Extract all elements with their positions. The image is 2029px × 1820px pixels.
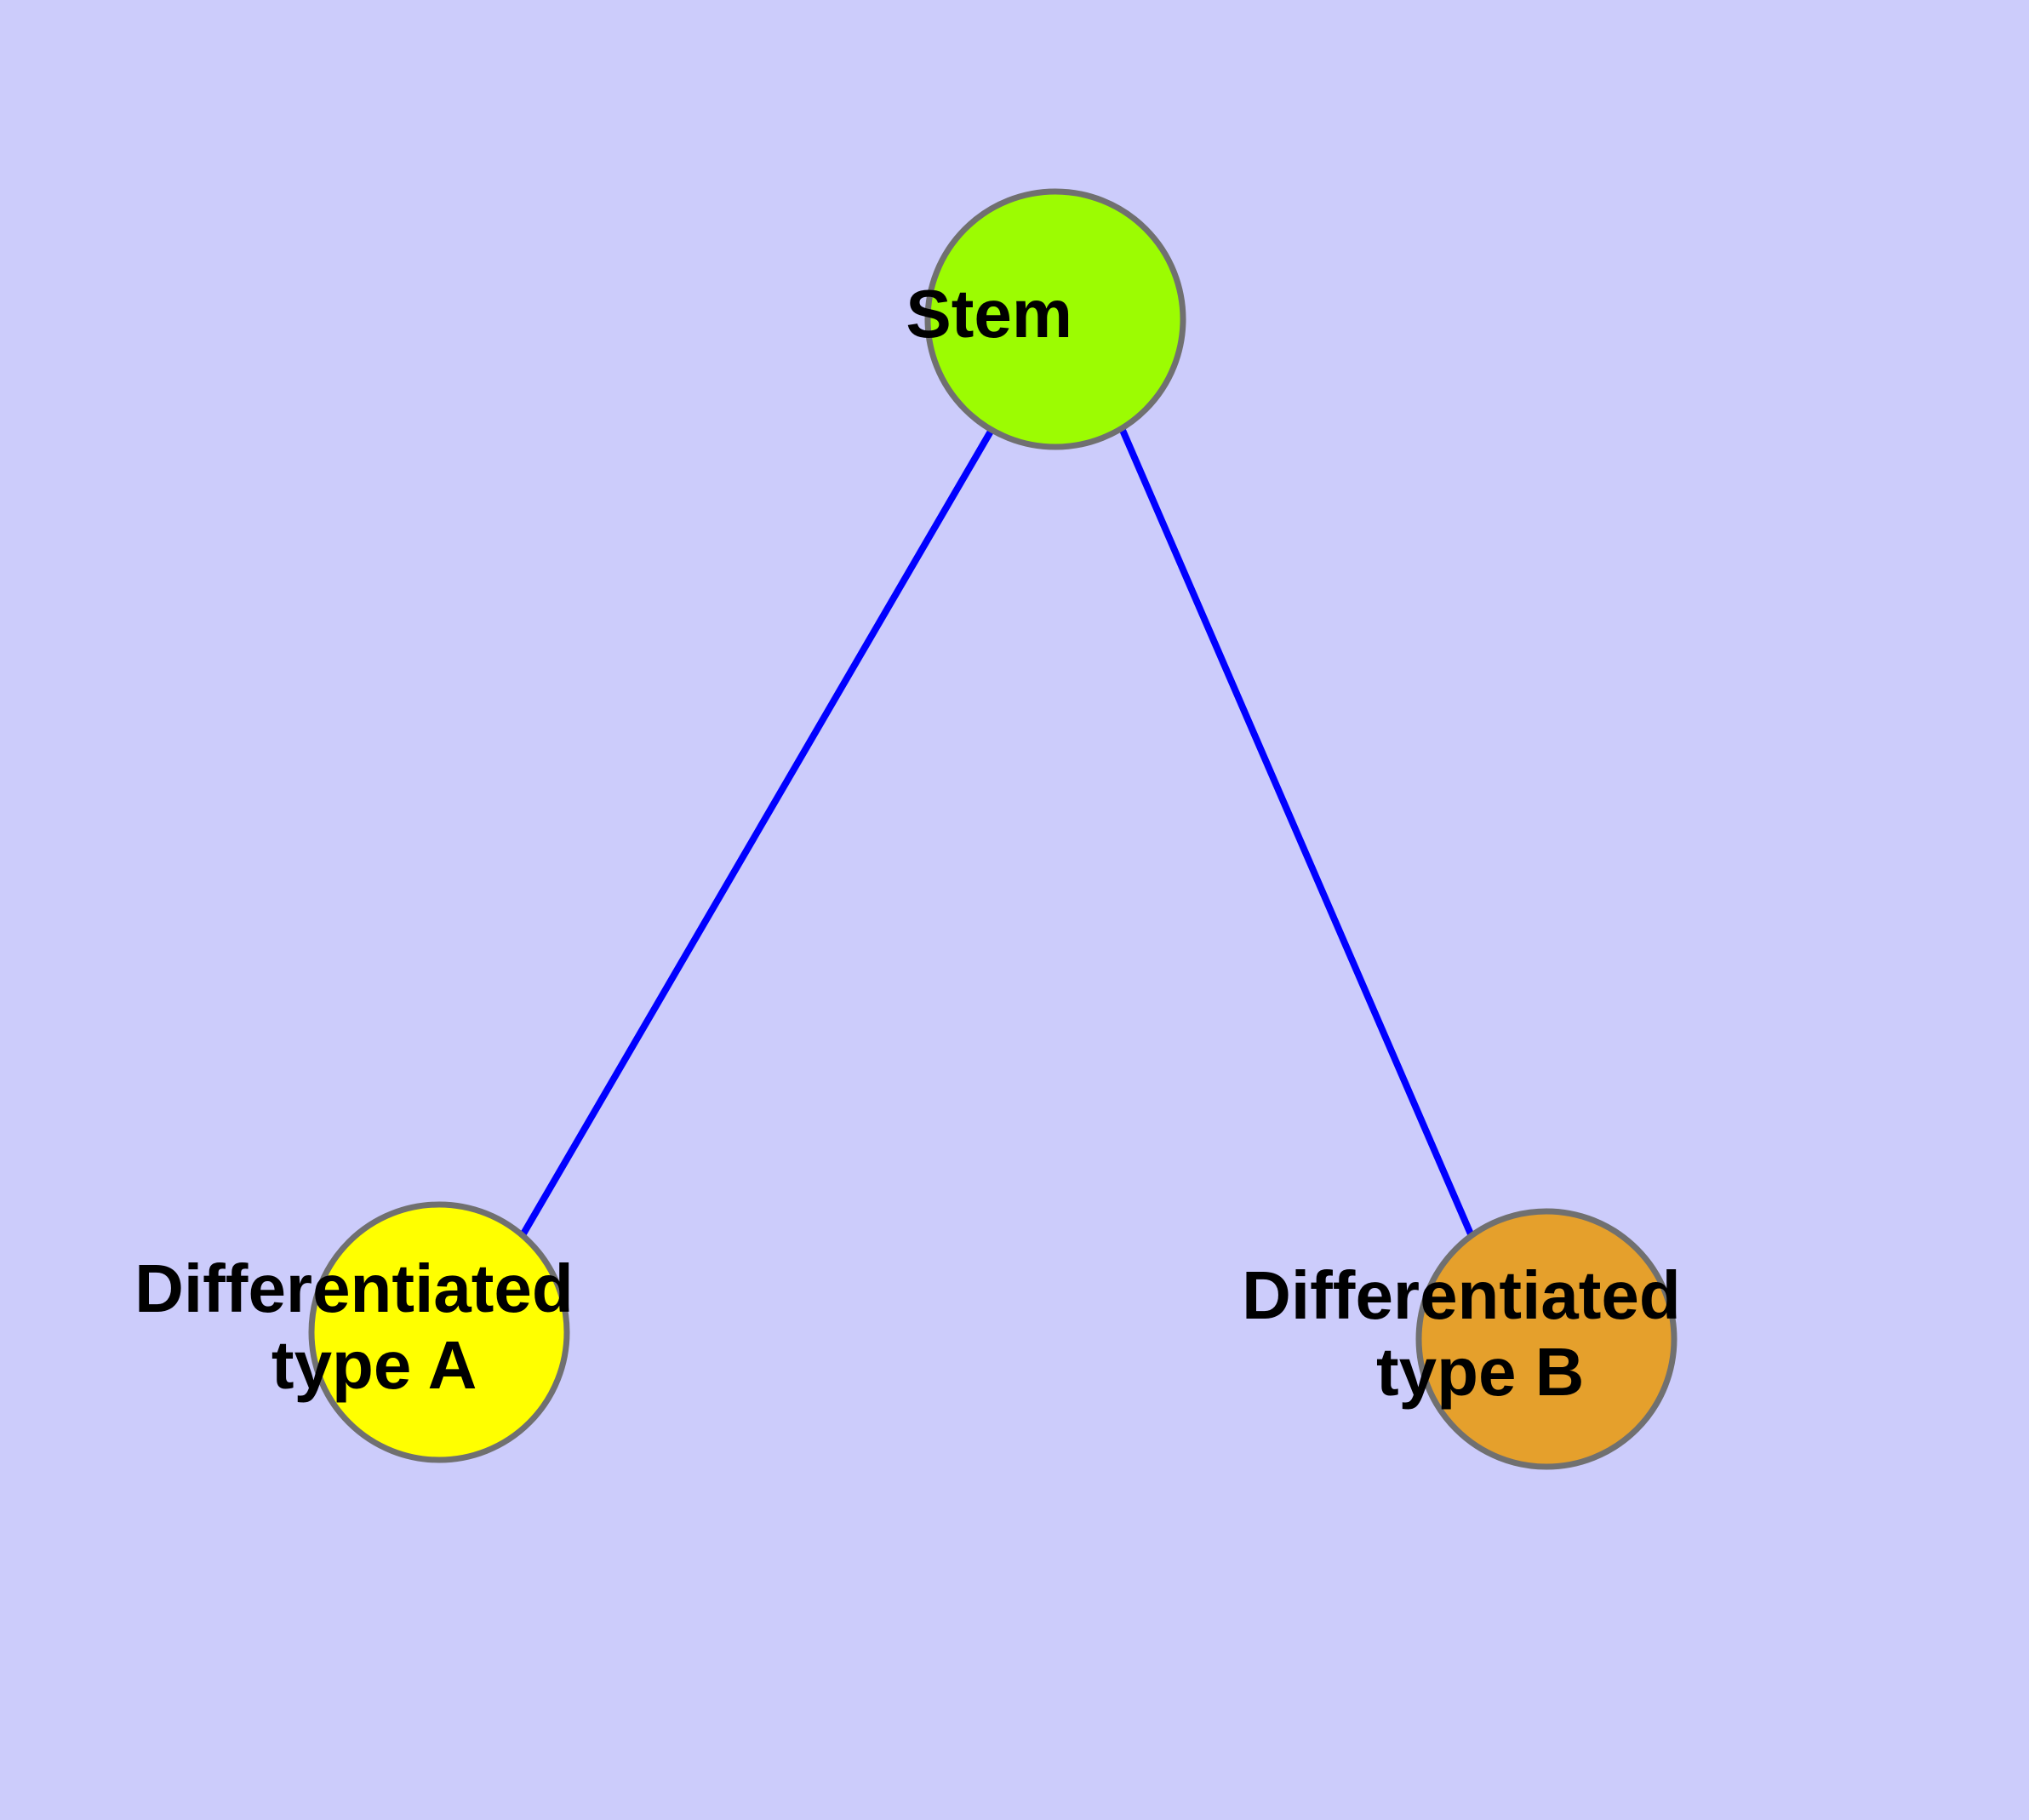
edge-stem-to-differentiated-b[interactable]: [1118, 426, 1475, 1238]
node-stem-label-line-1: Stem: [906, 276, 1072, 352]
edges-group: [519, 426, 1475, 1238]
node-differentiated-type-a-label-line-2: type A: [271, 1327, 476, 1403]
node-stem-label: Stem: [0, 0, 1205, 352]
node-differentiated-type-b-label-line-1: Differentiated: [1242, 1257, 1681, 1333]
node-differentiated-type-a-circle[interactable]: [308, 1201, 570, 1463]
node-differentiated-type-a-label-line-1: Differentiated: [134, 1251, 574, 1326]
node-stem-circle[interactable]: [924, 188, 1186, 450]
node-differentiated-type-b[interactable]: Differentiated type B: [0, 0, 1851, 1470]
node-differentiated-type-a-label: Differentiated type A: [0, 0, 744, 1403]
edge-stem-to-differentiated-a[interactable]: [519, 427, 995, 1238]
node-differentiated-type-b-circle[interactable]: [1415, 1208, 1677, 1470]
node-differentiated-type-b-label: Differentiated type B: [1242, 1257, 1681, 1410]
node-stem[interactable]: Stem: [0, 0, 1205, 450]
node-differentiated-type-b-label-line-2: type B: [1376, 1334, 1585, 1410]
node-differentiated-type-a[interactable]: Differentiated type A: [0, 0, 744, 1463]
